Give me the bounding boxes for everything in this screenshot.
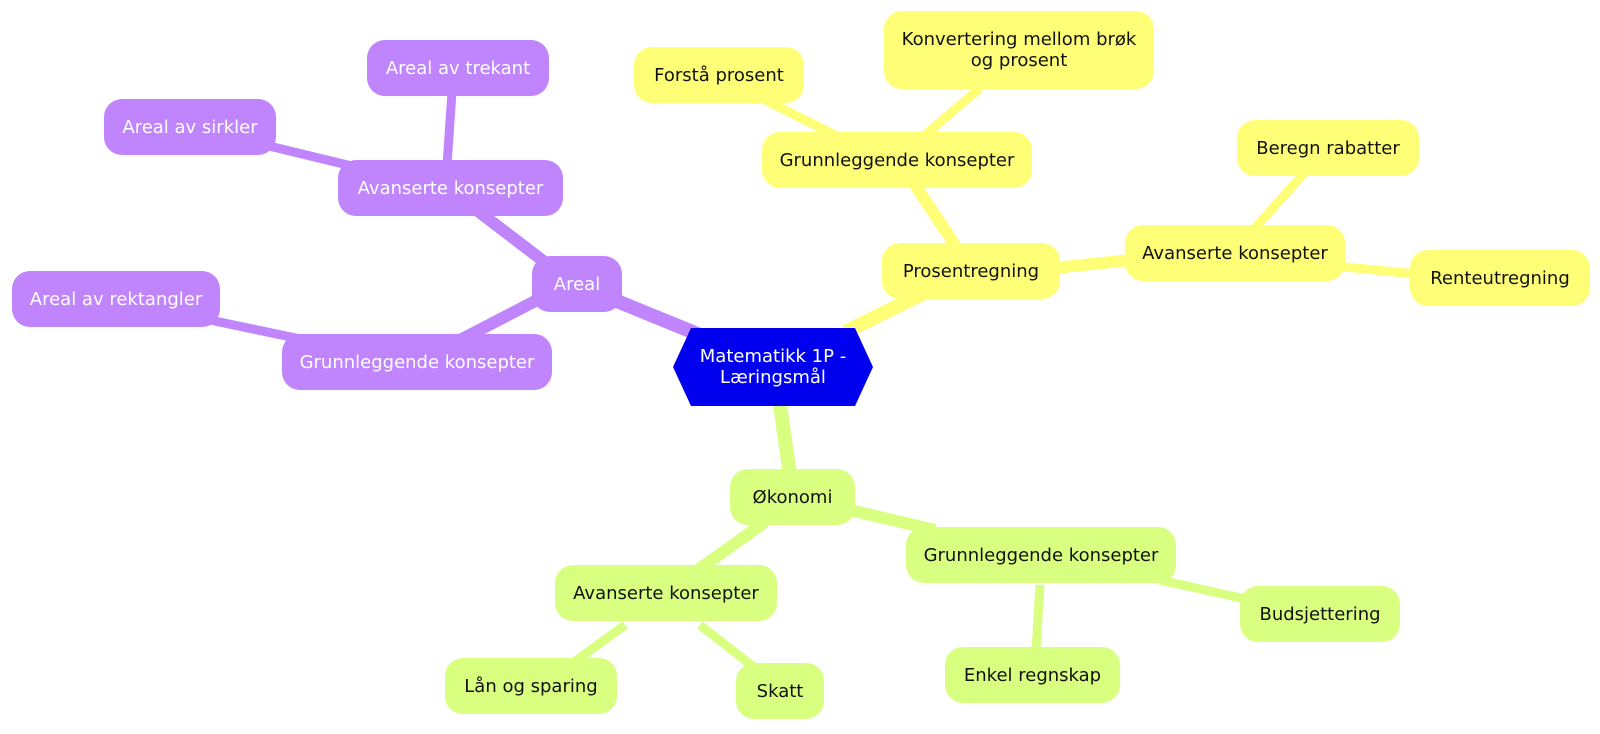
edge-grunnleggende-konvertering (922, 84, 983, 139)
forsta-prosent-label: Forstå prosent (654, 64, 784, 86)
areal-rektangler-node[interactable]: Areal av rektangler (12, 271, 220, 327)
okonomi-avanserte-node[interactable]: Avanserte konsepter (555, 565, 777, 621)
edge-grunnleggende-regnskap (1031, 584, 1045, 651)
edge-areal-grunnleggende (457, 290, 548, 346)
areal-rektangler-label: Areal av rektangler (29, 288, 203, 310)
prosent-avanserte-label: Avanserte konsepter (1142, 242, 1328, 264)
budsjettering-label: Budsjettering (1259, 603, 1381, 625)
skatt-label: Skatt (756, 680, 804, 702)
prosent-grunnleggende-label: Grunnleggende konsepter (779, 149, 1015, 171)
areal-node[interactable]: Areal (532, 256, 622, 312)
edge-prosent-avanserte (1054, 254, 1131, 274)
lan-sparing-node[interactable]: Lån og sparing (445, 658, 617, 714)
areal-trekant-node[interactable]: Areal av trekant (367, 40, 549, 96)
edge-avanserte-trekant (442, 91, 457, 166)
prosent-grunnleggende-node[interactable]: Grunnleggende konsepter (762, 132, 1032, 188)
forsta-prosent-node[interactable]: Forstå prosent (634, 47, 804, 103)
areal-avanserte-label: Avanserte konsepter (357, 177, 544, 199)
renteutregning-label: Renteutregning (1430, 267, 1570, 289)
budsjettering-node[interactable]: Budsjettering (1240, 586, 1400, 642)
lan-sparing-label: Lån og sparing (464, 675, 598, 697)
prosent-avanserte-node[interactable]: Avanserte konsepter (1125, 225, 1345, 281)
regnskap-node[interactable]: Enkel regnskap (945, 647, 1120, 703)
areal-grunnleggende-node[interactable]: Grunnleggende konsepter (282, 334, 552, 390)
areal-sirkler-label: Areal av sirkler (122, 116, 258, 138)
skatt-node[interactable]: Skatt (736, 663, 824, 719)
areal-sirkler-node[interactable]: Areal av sirkler (104, 99, 276, 155)
konvertering-label-line1: Konvertering mellom brøk (901, 29, 1137, 50)
areal-trekant-label: Areal av trekant (385, 57, 531, 79)
rabatter-node[interactable]: Beregn rabatter (1237, 120, 1419, 176)
konvertering-node[interactable]: Konvertering mellom brøk og prosent (884, 11, 1154, 89)
root-label-line2: Læringsmål (720, 367, 826, 388)
areal-avanserte-node[interactable]: Avanserte konsepter (338, 160, 563, 216)
okonomi-node[interactable]: Økonomi (730, 469, 855, 525)
areal-grunnleggende-label: Grunnleggende konsepter (299, 351, 535, 373)
regnskap-label: Enkel regnskap (963, 664, 1102, 686)
okonomi-grunnleggende-node[interactable]: Grunnleggende konsepter (906, 527, 1176, 583)
rabatter-label: Beregn rabatter (1256, 137, 1400, 159)
edge-root-okonomi (773, 404, 797, 476)
okonomi-avanserte-label: Avanserte konsepter (573, 582, 759, 604)
okonomi-label: Økonomi (752, 486, 833, 508)
root-label-line1: Matematikk 1P - (699, 346, 847, 367)
root-node[interactable]: Matematikk 1P - Læringsmål (673, 328, 873, 406)
okonomi-grunnleggende-label: Grunnleggende konsepter (923, 544, 1159, 566)
konvertering-label-line2: og prosent (970, 50, 1068, 71)
edge-okonomi-avanserte (691, 517, 769, 577)
edge-avanserte-rabatter (1251, 169, 1309, 231)
prosentregning-node[interactable]: Prosentregning (882, 243, 1060, 299)
edge-avanserte-rente (1334, 261, 1416, 279)
prosentregning-label: Prosentregning (902, 260, 1040, 282)
edge-okonomi-grunnleggende (848, 504, 937, 536)
edge-grunnleggende-budsjett (1159, 575, 1251, 605)
edge-prosent-grunnleggende (910, 181, 960, 249)
renteutregning-node[interactable]: Renteutregning (1410, 250, 1590, 306)
areal-label: Areal (553, 273, 601, 295)
